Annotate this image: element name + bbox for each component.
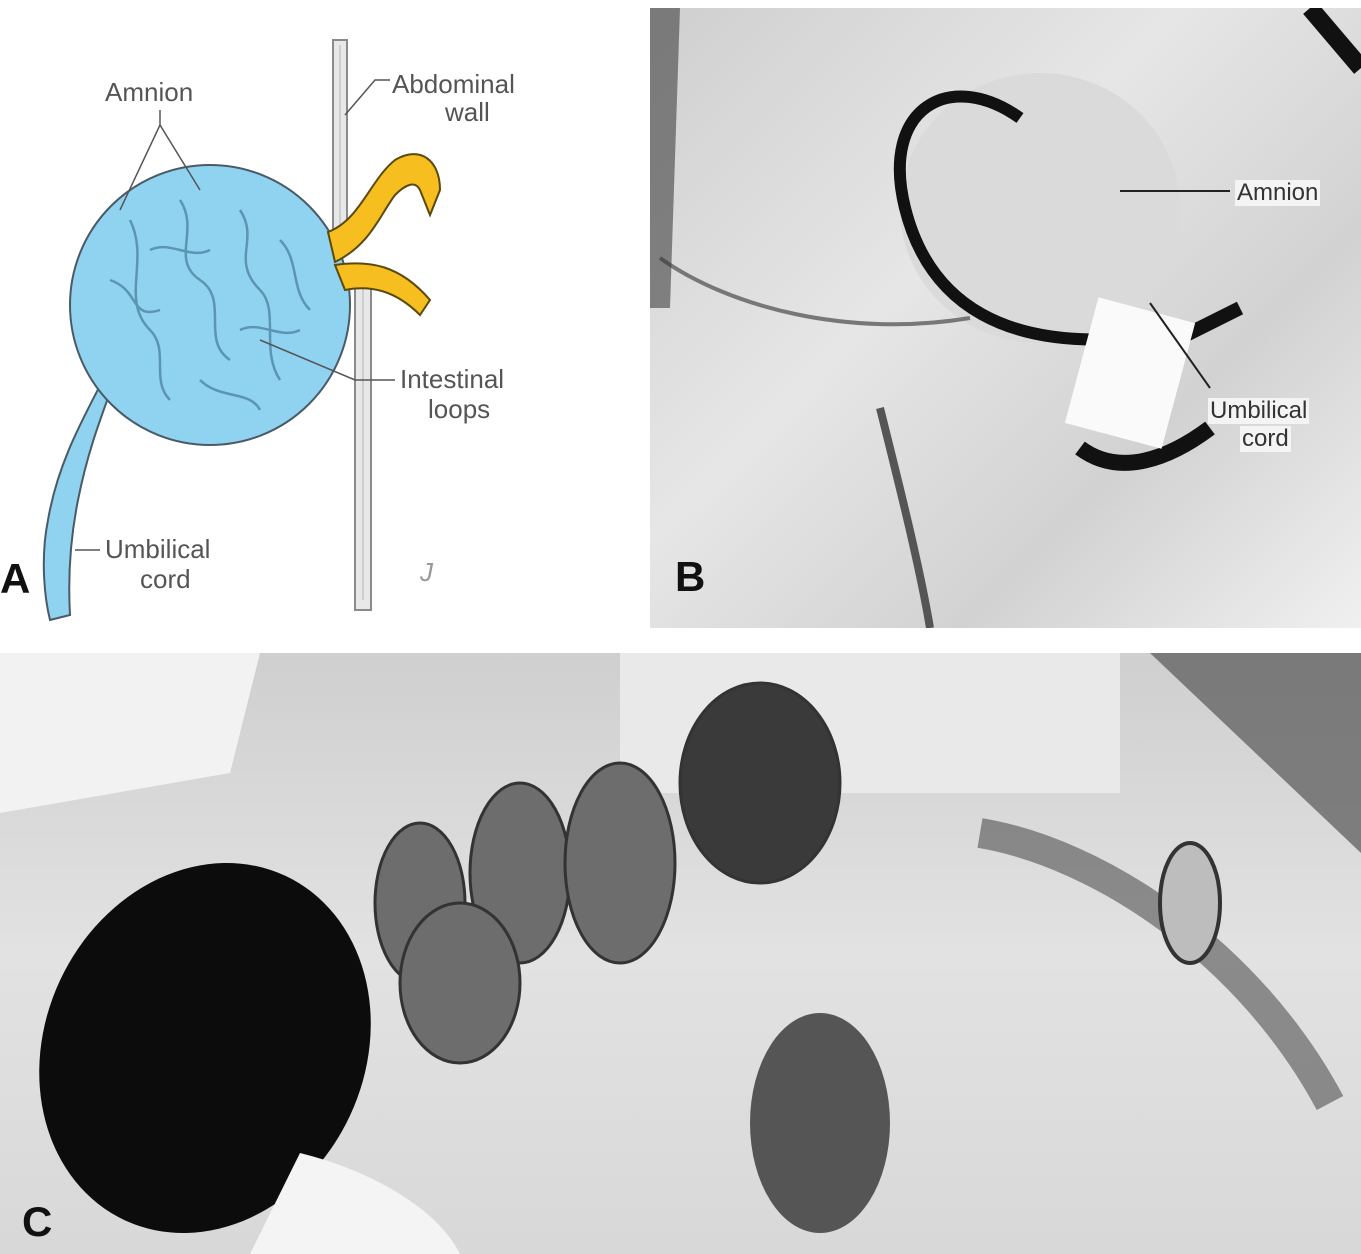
photo-c-shapes <box>0 653 1361 1254</box>
panel-c-photograph: C <box>0 653 1361 1254</box>
label-umbilical-cord-line1: Umbilical <box>105 534 211 564</box>
intestinal-loops-pattern <box>109 199 311 411</box>
artist-signature: J <box>420 557 433 587</box>
panel-b-photograph: Amnion Umbilical cord B <box>650 8 1361 628</box>
label-intestinal-loops-line1: Intestinal <box>400 364 505 394</box>
label-amnion-b: Amnion <box>1235 179 1321 206</box>
panel-a-illustration: Amnion Abdominal wall Intestinal loops U… <box>0 0 640 630</box>
amnion-sac-shape <box>69 164 351 446</box>
label-abdominal-wall-line1: Abdominal <box>392 69 515 99</box>
label-intestinal-loops-line2: loops <box>428 394 491 424</box>
panel-letter-c: C <box>22 1198 53 1245</box>
label-umbilical-cord-b-line2: cord <box>1240 425 1291 452</box>
panel-letter-b: B <box>675 553 706 600</box>
label-umbilical-cord-line2: cord <box>140 564 191 594</box>
umbilical-cord-shape <box>42 352 122 622</box>
photo-b-shapes <box>650 8 1361 628</box>
label-amnion: Amnion <box>105 77 194 107</box>
label-abdominal-wall-line2: wall <box>445 97 490 127</box>
external-intestine-shape <box>326 153 442 264</box>
label-umbilical-cord-b-line1: Umbilical <box>1208 397 1310 424</box>
omphalocele-diagram <box>42 39 442 622</box>
panel-letter-a: A <box>0 555 31 602</box>
